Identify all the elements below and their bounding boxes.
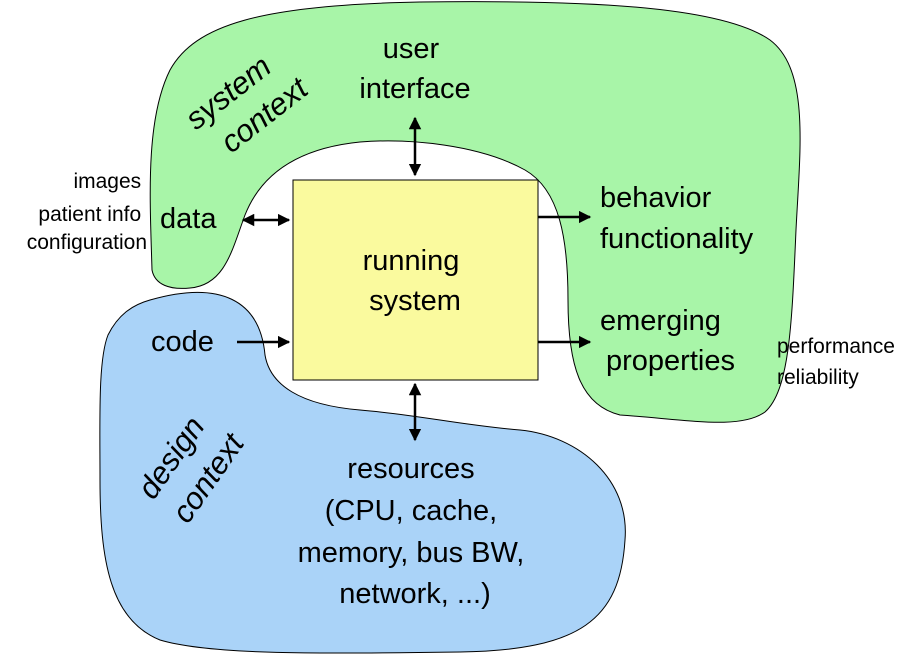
behavior-label: behavior functionality [600,182,754,255]
data-examples-note: images patient info configuration [27,170,147,254]
code-label: code [151,326,214,358]
system-context-region [149,1,801,423]
running-system-box [292,179,539,381]
data-label: data [160,203,217,235]
emerging-examples-note: performance reliability [777,335,901,389]
user-interface-label: user interface [359,33,470,105]
resources-label: resources (CPU, cache, memory, bus BW, n… [298,453,533,610]
running-system-label: running system [363,245,468,317]
emerging-properties-label: emerging properties [600,305,735,377]
design-context-region [99,292,626,654]
